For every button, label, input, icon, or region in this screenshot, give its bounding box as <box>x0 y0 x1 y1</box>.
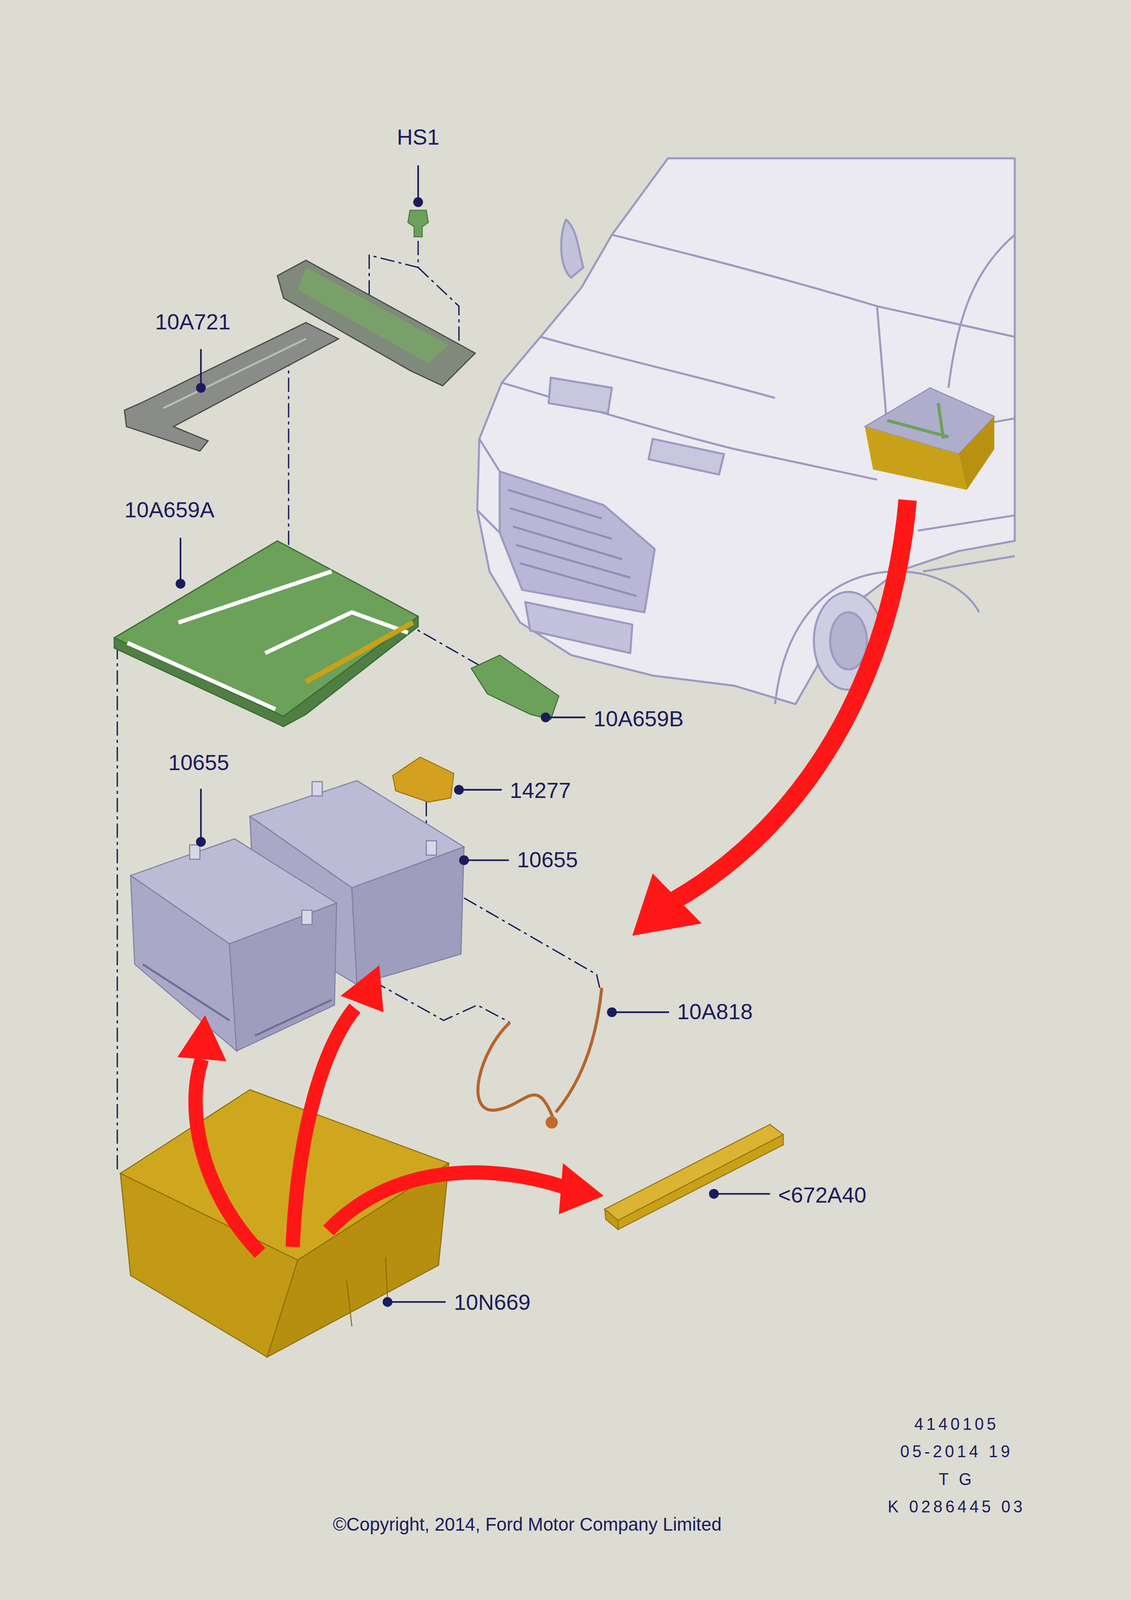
leader-line <box>197 383 206 392</box>
bolt <box>407 210 429 237</box>
copyright-note: ©Copyright, 2014, Ford Motor Company Lim… <box>332 1513 722 1534</box>
battery-cable <box>555 987 602 1112</box>
battery <box>229 902 337 1051</box>
leader-line <box>417 165 420 203</box>
cover-clip <box>471 654 559 720</box>
battery-cover <box>127 571 409 710</box>
support-bracket <box>277 260 476 386</box>
cover-clip <box>471 654 559 720</box>
battery-tray <box>120 1172 298 1357</box>
battery-location <box>864 387 995 490</box>
battery-cover <box>306 622 414 682</box>
spacer-bar <box>604 1208 618 1230</box>
leader-line <box>387 1300 446 1303</box>
battery <box>130 875 237 1051</box>
drawing-code: 4140105 <box>914 1414 1000 1433</box>
van-illustration <box>948 234 1015 388</box>
terminal-cover <box>392 757 454 802</box>
callout-number: 10655 <box>517 847 578 872</box>
terminal-cover <box>392 757 454 802</box>
van-illustration <box>508 489 637 597</box>
van-illustration <box>477 158 1016 704</box>
battery <box>311 781 322 796</box>
callout-number: 10655 <box>168 750 229 775</box>
van-illustration <box>548 377 613 414</box>
leader-line <box>176 165 770 1306</box>
leader-line <box>545 716 586 719</box>
battery-tray <box>346 1256 388 1326</box>
callout-number: 10A659A <box>124 498 215 523</box>
leader-line <box>709 1189 718 1198</box>
van-illustration <box>648 438 724 475</box>
battery-cable <box>477 987 602 1129</box>
red-arrow <box>632 873 702 936</box>
leader-line <box>607 1007 617 1017</box>
leader-line <box>612 1011 670 1013</box>
battery-location <box>887 403 949 439</box>
spacer-bar <box>604 1124 784 1220</box>
leader-line <box>713 1192 770 1195</box>
leader-line <box>460 855 469 864</box>
callout-number: 14277 <box>509 778 571 803</box>
van-illustration <box>612 234 1015 338</box>
battery-cover <box>114 540 418 716</box>
leader-line <box>179 537 182 584</box>
assembly-lines <box>463 897 600 988</box>
battery <box>426 840 437 855</box>
leader-line <box>458 788 502 791</box>
leader-line <box>541 712 550 722</box>
van-illustration <box>560 219 584 278</box>
battery-cable <box>477 1022 553 1117</box>
spacer-bar <box>604 1124 784 1230</box>
leader-line <box>454 785 463 794</box>
battery <box>130 780 464 1051</box>
battery-cable <box>545 1115 558 1129</box>
van-illustration <box>477 438 500 533</box>
drawing-code: K 0286445 03 <box>887 1497 1026 1516</box>
assembly-lines <box>116 644 119 1173</box>
red-arrow <box>674 499 908 900</box>
red-arrow <box>177 1014 227 1061</box>
battery-location <box>958 416 995 490</box>
drawing-code: 05-2014 19 <box>900 1442 1013 1461</box>
drawing-code: T G <box>938 1469 975 1489</box>
leader-line <box>414 197 423 207</box>
leader-line <box>383 1297 392 1306</box>
callout-number: 10N669 <box>453 1290 531 1315</box>
callout-number: 10A659B <box>593 706 684 732</box>
red-arrow <box>340 964 384 1012</box>
leader-line <box>197 837 206 846</box>
support-bracket <box>163 338 307 409</box>
van-illustration <box>477 158 1016 704</box>
leader-line <box>463 859 509 862</box>
van-illustration <box>525 601 633 654</box>
callout-number: <672A40 <box>778 1182 867 1208</box>
callout-number: HS1 <box>396 125 440 150</box>
leader-line <box>200 788 203 842</box>
red-arrow <box>195 1058 261 1253</box>
battery-tray <box>120 1089 449 1357</box>
support-bracket <box>124 322 339 452</box>
battery-location <box>864 426 967 490</box>
callout-number: 10A721 <box>155 310 231 335</box>
leader-line <box>200 348 203 388</box>
spacer-bar <box>617 1134 784 1230</box>
battery <box>142 964 332 1036</box>
leader-line <box>176 579 185 588</box>
red-arrow <box>328 1172 563 1230</box>
red-arrow <box>558 1162 604 1215</box>
battery <box>301 909 312 924</box>
battery <box>352 846 465 985</box>
battery <box>189 844 200 859</box>
assembly-lines <box>117 240 600 1173</box>
red-arrow <box>177 964 604 1253</box>
van-illustration <box>499 471 655 613</box>
support-bracket <box>124 260 476 452</box>
callout-number: 10A818 <box>677 999 753 1024</box>
van-illustration <box>830 612 867 670</box>
battery-cover <box>114 540 418 727</box>
bolt <box>407 210 429 237</box>
support-bracket <box>297 267 449 364</box>
